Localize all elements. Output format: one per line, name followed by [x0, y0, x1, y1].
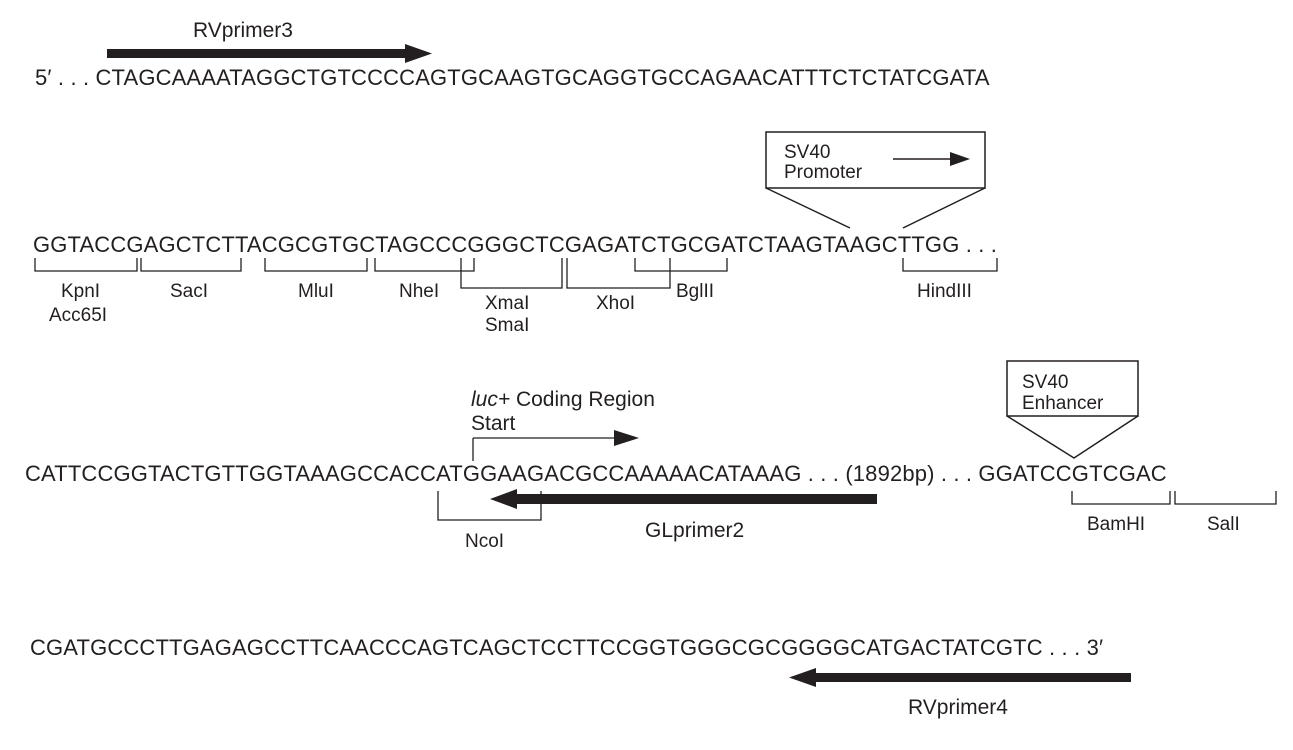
site-label-bglii: BglII: [676, 281, 715, 302]
rvprimer4-label: RVprimer4: [908, 696, 1008, 719]
nhei-bracket: [374, 258, 475, 272]
row2-site-brackets: [34, 258, 998, 289]
site-label-smai: SmaI: [485, 315, 530, 336]
mlui-bracket: [264, 258, 368, 272]
site-label-kpni: KpnI: [61, 281, 101, 302]
rvprimer3-arrow: [107, 44, 432, 63]
hindiii-bracket: [902, 258, 998, 272]
row4-sequence: CGATGCCCTTGAGAGCCTTCAACCCAGTCAGCTCCTTCCG…: [30, 635, 1104, 660]
row3-sequence: CATTCCGGTACTGTTGGTAAAGCCACCATGGAAGACGCCA…: [25, 461, 1167, 486]
xhoi-bracket: [566, 258, 671, 289]
saci-bracket: [140, 258, 242, 272]
enhancer-box-line1: SV40: [1022, 372, 1069, 393]
site-label-ncoi: NcoI: [465, 531, 505, 552]
coding-region-text: Coding Region: [510, 388, 655, 411]
kpni-bracket: [34, 258, 138, 272]
row3-site-brackets: [437, 491, 1277, 521]
coding-start-label: Start: [471, 412, 516, 435]
coding-region-label: luc+ Coding Region: [471, 389, 655, 410]
ncoi-bracket: [437, 491, 542, 521]
luc-plus-label: luc+: [471, 388, 511, 411]
row1-sequence: 5′ . . . CTAGCAAAATAGGCTGTCCCCAGTGCAAGTG…: [35, 65, 990, 90]
sv40-enhancer-callout: [1006, 360, 1139, 459]
site-label-xhoi: XhoI: [596, 293, 636, 314]
glprimer2-arrow: [490, 489, 877, 509]
sali-bracket: [1174, 491, 1277, 505]
site-label-hindiii: HindIII: [917, 281, 972, 302]
bamhi-bracket: [1071, 491, 1171, 505]
rvprimer4-arrow: [789, 668, 1131, 687]
site-label-acc65i: Acc65I: [49, 305, 108, 326]
sv40-promoter-callout: [765, 131, 986, 229]
site-label-nhei: NheI: [399, 281, 440, 302]
site-label-mlui: MluI: [298, 281, 334, 302]
row2-sequence: GGTACCGAGCTCTTACGCGTGCTAGCCCGGGCTCGAGATC…: [33, 232, 998, 257]
enhancer-box-line2: Enhancer: [1022, 393, 1104, 414]
site-label-bamhi: BamHI: [1087, 514, 1146, 535]
glprimer2-label: GLprimer2: [645, 519, 745, 542]
promoter-box-line2: Promoter: [784, 162, 863, 183]
site-label-saci: SacI: [170, 281, 209, 302]
xmai-bracket: [460, 258, 563, 289]
site-label-xmai: XmaI: [485, 293, 530, 314]
coding-start-arrow: [472, 430, 639, 461]
bglii-bracket: [634, 258, 728, 272]
rvprimer3-label: RVprimer3: [193, 19, 293, 42]
promoter-box-line1: SV40: [784, 142, 831, 163]
site-label-sali: SalI: [1207, 514, 1240, 535]
